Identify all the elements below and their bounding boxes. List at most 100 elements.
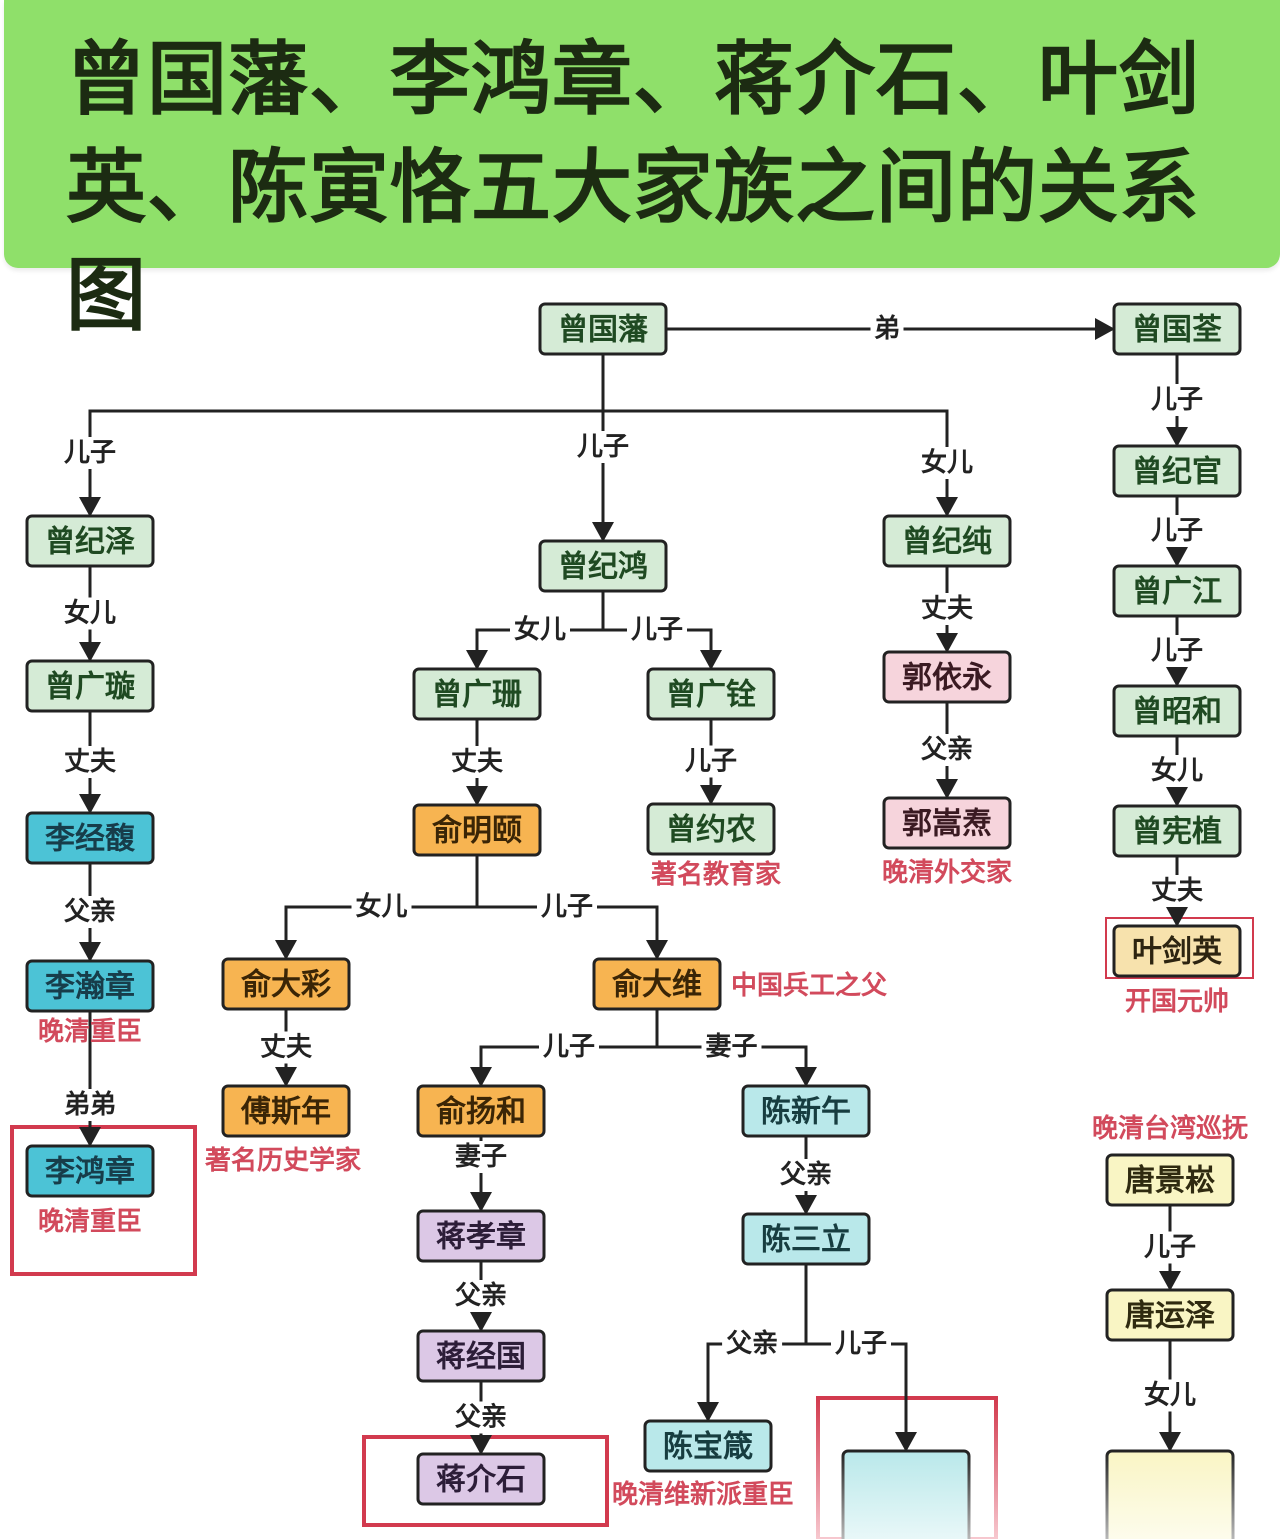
node-name: 李经馥 bbox=[45, 822, 136, 857]
node-name: 李瀚章 bbox=[45, 970, 135, 1005]
node-name: 曾昭和 bbox=[1132, 695, 1222, 730]
edge-label: 丈夫 bbox=[64, 747, 117, 777]
node-lihongzhang[interactable]: 李鸿章 bbox=[27, 1146, 153, 1196]
node-tangjingsong[interactable]: 唐景崧 bbox=[1107, 1155, 1233, 1205]
node-jiangjingguo[interactable]: 蒋经国 bbox=[418, 1331, 544, 1381]
node-zengjihong[interactable]: 曾纪鸿 bbox=[540, 541, 666, 591]
edge-label: 儿子 bbox=[1151, 516, 1203, 546]
node-lihanzhang[interactable]: 李瀚章 bbox=[27, 961, 153, 1011]
node-guoyiyong[interactable]: 郭依永 bbox=[884, 652, 1010, 702]
edge-label: 儿子 bbox=[1151, 636, 1203, 666]
node-name: 陈三立 bbox=[761, 1223, 851, 1258]
node-zengguoquan[interactable]: 曾国荃 bbox=[1114, 304, 1240, 354]
node-name: 曾纪泽 bbox=[45, 525, 135, 560]
node-yejianying[interactable]: 叶剑英 bbox=[1114, 926, 1240, 976]
node-name: 俞扬和 bbox=[436, 1095, 526, 1130]
edge-label: 女儿 bbox=[514, 614, 566, 645]
node-name: 唐运泽 bbox=[1125, 1299, 1215, 1334]
edge-label: 父亲 bbox=[455, 1281, 507, 1311]
node-hidden_chen[interactable] bbox=[843, 1451, 969, 1539]
node-name: 陈新午 bbox=[761, 1095, 851, 1130]
node-name: 曾广江 bbox=[1132, 575, 1222, 610]
edge-labels: 弟儿子儿子女儿儿子儿子儿子女儿丈夫女儿丈夫父亲弟弟女儿儿子丈夫儿子丈夫父亲女儿儿… bbox=[60, 313, 1207, 1434]
node-tangyunze[interactable]: 唐运泽 bbox=[1107, 1290, 1233, 1340]
node-name: 曾广珊 bbox=[432, 678, 522, 713]
node-name: 李鸿章 bbox=[45, 1155, 135, 1190]
node-chenxinwu[interactable]: 陈新午 bbox=[743, 1086, 869, 1136]
node-name: 曾纪纯 bbox=[902, 525, 992, 560]
note-yejianying: 开国元帅 bbox=[1125, 987, 1229, 1017]
node-name: 蒋经国 bbox=[436, 1340, 526, 1375]
edge-label: 儿子 bbox=[543, 1032, 595, 1062]
node-name: 陈宝箴 bbox=[663, 1430, 753, 1465]
highlight-frames bbox=[12, 918, 1253, 1539]
node-zengguangjiang[interactable]: 曾广江 bbox=[1114, 566, 1240, 616]
node-name: 曾国藩 bbox=[558, 313, 649, 348]
edge-zengguofan-zengjichun bbox=[603, 411, 947, 516]
node-zengguangquan[interactable]: 曾广铨 bbox=[648, 669, 774, 719]
edge-label: 丈夫 bbox=[260, 1033, 313, 1063]
node-name: 俞明颐 bbox=[432, 814, 522, 849]
edge-label: 父亲 bbox=[921, 735, 973, 765]
note-lihongzhang: 晚清重臣 bbox=[38, 1207, 142, 1237]
edge-label: 儿子 bbox=[1144, 1233, 1196, 1263]
node-name: 傅斯年 bbox=[240, 1095, 331, 1130]
node-name: 曾国荃 bbox=[1132, 313, 1222, 348]
node-zengjichun[interactable]: 曾纪纯 bbox=[884, 516, 1010, 566]
edges bbox=[90, 329, 1177, 1454]
note-zengyuenong: 著名教育家 bbox=[650, 859, 781, 890]
node-yudacai[interactable]: 俞大彩 bbox=[223, 959, 349, 1009]
node-fusinian[interactable]: 傅斯年 bbox=[223, 1086, 349, 1136]
node-name: 曾纪鸿 bbox=[558, 550, 648, 585]
node-chenbaozhen[interactable]: 陈宝箴 bbox=[645, 1421, 771, 1471]
edge-label: 女儿 bbox=[1151, 755, 1203, 786]
edge-label: 父亲 bbox=[64, 897, 116, 927]
node-name: 唐景崧 bbox=[1125, 1164, 1215, 1199]
node-guosongtao[interactable]: 郭嵩焘 bbox=[884, 798, 1010, 848]
node-name: 曾宪植 bbox=[1132, 815, 1222, 850]
node-yudawei[interactable]: 俞大维 bbox=[594, 959, 720, 1009]
edge-label: 父亲 bbox=[780, 1160, 832, 1190]
edge-label: 儿子 bbox=[1151, 385, 1203, 415]
edge-label: 弟 bbox=[874, 314, 900, 344]
node-zengguangshan[interactable]: 曾广珊 bbox=[414, 669, 540, 719]
edge-label: 父亲 bbox=[455, 1403, 507, 1433]
note-chenbaozhen: 晚清维新派重臣 bbox=[612, 1479, 794, 1510]
node-chensanli[interactable]: 陈三立 bbox=[743, 1214, 869, 1264]
edge-label: 儿子 bbox=[631, 615, 683, 645]
note-fusinian: 著名历史学家 bbox=[204, 1145, 361, 1176]
node-box-hidden bbox=[843, 1451, 969, 1539]
node-name: 蒋孝章 bbox=[436, 1220, 526, 1255]
node-lijingfu[interactable]: 李经馥 bbox=[27, 813, 153, 863]
edge-label: 弟弟 bbox=[64, 1090, 116, 1120]
node-box-hidden bbox=[1107, 1451, 1233, 1539]
edge-label: 丈夫 bbox=[921, 594, 974, 624]
edge-label: 儿子 bbox=[64, 438, 116, 468]
node-yuyanghe[interactable]: 俞扬和 bbox=[418, 1086, 544, 1136]
edge-label: 儿子 bbox=[685, 747, 737, 777]
edge-label: 儿子 bbox=[577, 432, 629, 462]
edge-label: 父亲 bbox=[726, 1329, 778, 1359]
note-yudawei: 中国兵工之父 bbox=[731, 970, 888, 1001]
node-name: 俞大维 bbox=[612, 968, 702, 1003]
node-zengjiguan[interactable]: 曾纪官 bbox=[1114, 446, 1240, 496]
edge-label: 女儿 bbox=[1144, 1380, 1196, 1411]
node-yumingyi[interactable]: 俞明颐 bbox=[414, 805, 540, 855]
node-jiangjieshi[interactable]: 蒋介石 bbox=[418, 1454, 544, 1504]
edge-label: 儿子 bbox=[541, 892, 593, 922]
node-hidden_tang[interactable] bbox=[1107, 1451, 1233, 1539]
note-lihanzhang: 晚清重臣 bbox=[38, 1017, 142, 1047]
node-jiangxiaozhang[interactable]: 蒋孝章 bbox=[418, 1211, 544, 1261]
notes: 著名教育家晚清外交家开国元帅晚清重臣中国兵工之父晚清重臣著名历史学家晚清台湾巡抚… bbox=[38, 857, 1248, 1510]
node-zengyuenong[interactable]: 曾约农 bbox=[648, 804, 774, 854]
edge-label: 女儿 bbox=[355, 891, 407, 922]
node-zengzhaohe[interactable]: 曾昭和 bbox=[1114, 686, 1240, 736]
node-zengguofan[interactable]: 曾国藩 bbox=[540, 304, 666, 354]
node-zengxianzhi[interactable]: 曾宪植 bbox=[1114, 806, 1240, 856]
node-zengguangxuan[interactable]: 曾广璇 bbox=[27, 661, 153, 711]
node-zengjize[interactable]: 曾纪泽 bbox=[27, 516, 153, 566]
nodes: 曾国藩曾国荃曾纪泽曾纪鸿曾纪纯曾纪官曾广璇曾广珊曾广铨郭依永曾广江曾昭和李经馥俞… bbox=[27, 304, 1240, 1539]
node-name: 郭依永 bbox=[902, 661, 992, 696]
edge-zengguofan-zengjize bbox=[90, 411, 603, 516]
